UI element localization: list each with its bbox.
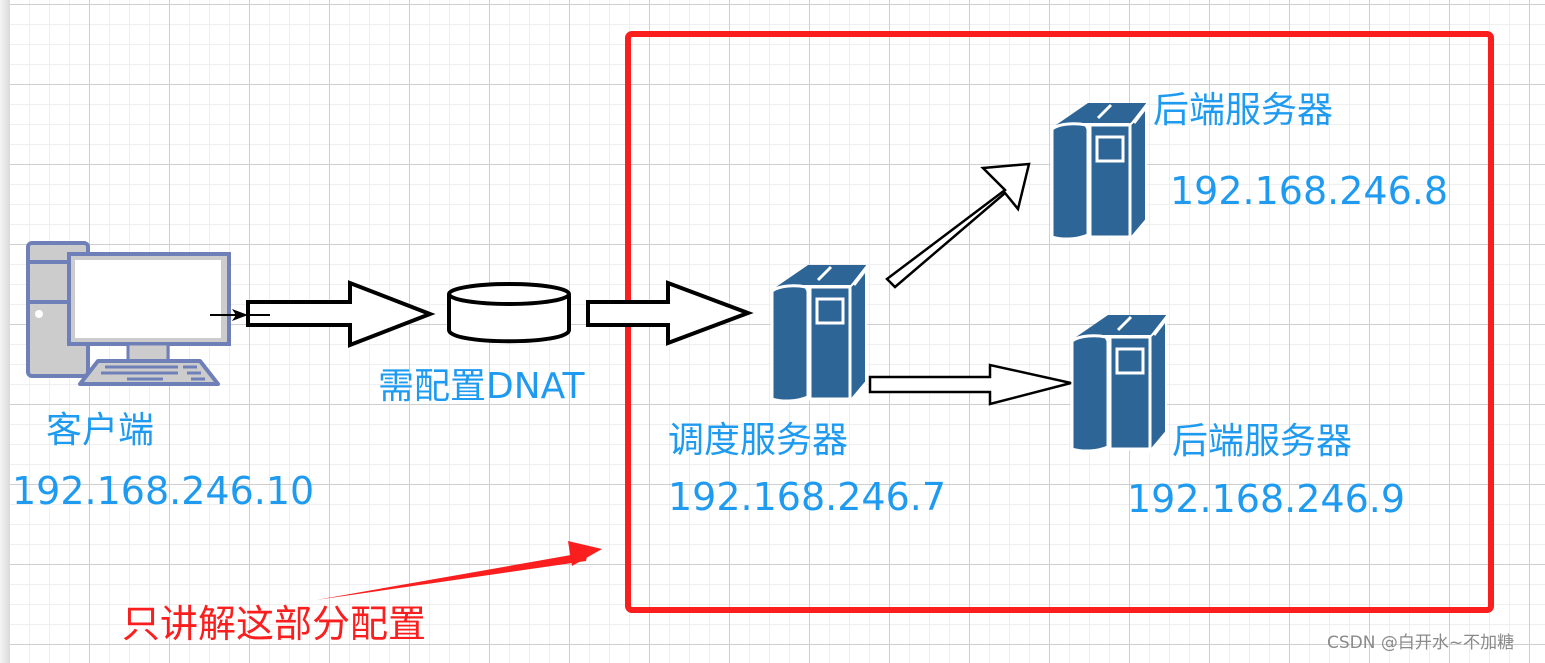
director-ip: 192.168.246.7 — [668, 475, 947, 519]
backend-2-label: 后端服务器 — [1172, 421, 1353, 462]
connector-arrow — [210, 309, 248, 321]
gateway-label: 需配置DNAT — [378, 366, 585, 407]
backend-1-label: 后端服务器 — [1153, 90, 1334, 131]
server-icon-backend-1[interactable] — [1050, 101, 1149, 241]
highlight-box[interactable] — [625, 31, 1494, 613]
block-arrow-director-to-backend-1 — [885, 162, 1031, 289]
desktop-computer-icon[interactable] — [26, 241, 231, 386]
client-label: 客户端 — [46, 410, 155, 451]
backend-2-ip: 192.168.246.9 — [1127, 477, 1406, 521]
block-arrow-gateway-to-director — [586, 280, 754, 346]
annotation-arrow — [316, 541, 602, 600]
backend-1-ip: 192.168.246.8 — [1170, 169, 1449, 213]
watermark: CSDN @白开水~不加糖 — [1327, 633, 1515, 653]
annotation-text: 只讲解这部分配置 — [122, 602, 427, 646]
block-arrow-client-to-gateway — [246, 280, 436, 348]
director-label: 调度服务器 — [668, 420, 849, 461]
canvas-left-edge — [0, 0, 10, 663]
database-cylinder-icon[interactable] — [447, 282, 571, 344]
block-arrow-director-to-backend-2 — [868, 363, 1072, 406]
client-ip: 192.168.246.10 — [12, 469, 315, 513]
server-icon-director[interactable] — [770, 263, 869, 403]
server-icon-backend-2[interactable] — [1070, 313, 1169, 453]
